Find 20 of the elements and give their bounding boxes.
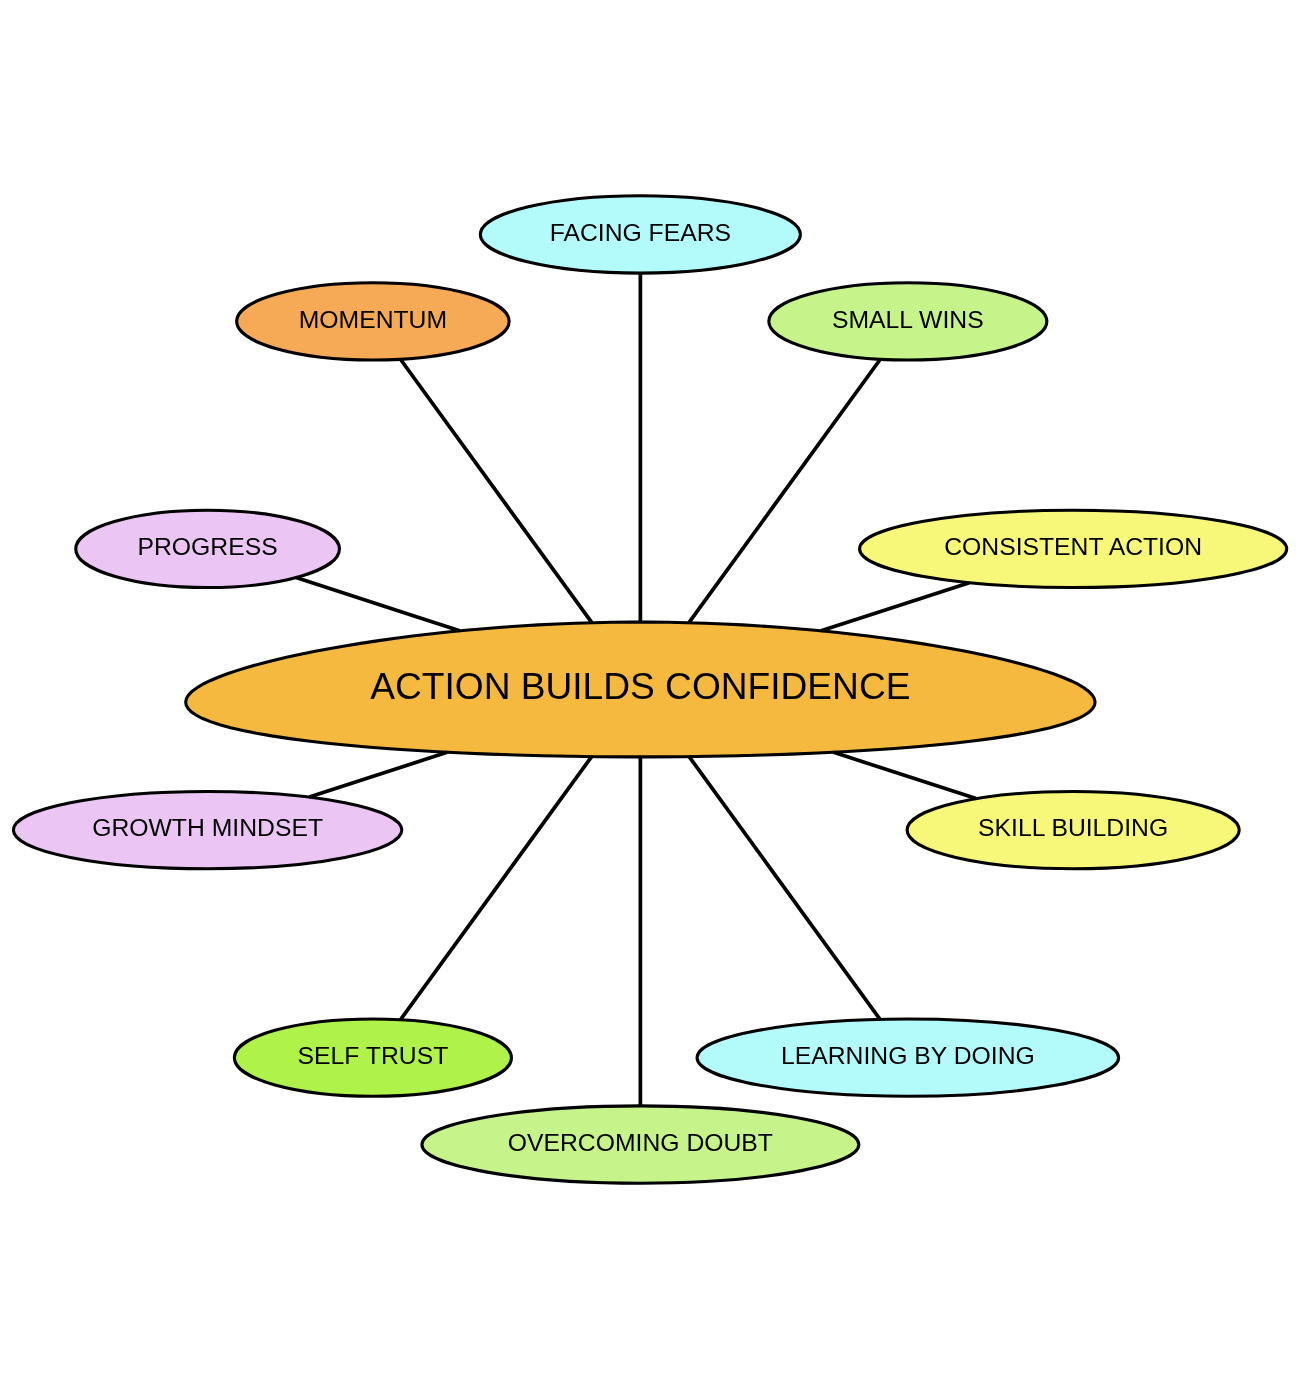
node-ellipse: GROWTH MINDSET <box>11 789 404 870</box>
connector <box>398 755 594 1021</box>
connector <box>398 357 594 623</box>
node-ellipse: CONSISTENT ACTION <box>858 508 1289 589</box>
node-ellipse: SMALL WINS <box>767 280 1049 362</box>
node-ellipse: FACING FEARS <box>478 193 802 275</box>
connector <box>308 750 448 799</box>
node-ellipse: OVERCOMING DOUBT <box>420 1103 861 1185</box>
connector <box>295 575 461 633</box>
connector <box>833 750 977 800</box>
node-ellipse: LEARNING BY DOING <box>695 1016 1121 1098</box>
connector <box>820 580 970 633</box>
node-ellipse: MOMENTUM <box>235 280 511 362</box>
connector <box>687 357 882 623</box>
node-ellipse: SKILL BUILDING <box>905 789 1241 870</box>
connector <box>687 755 882 1020</box>
node-ellipse: SELF TRUST <box>232 1016 513 1098</box>
node-ellipse: PROGRESS <box>74 508 341 589</box>
connector <box>638 273 643 622</box>
connector <box>638 756 643 1105</box>
